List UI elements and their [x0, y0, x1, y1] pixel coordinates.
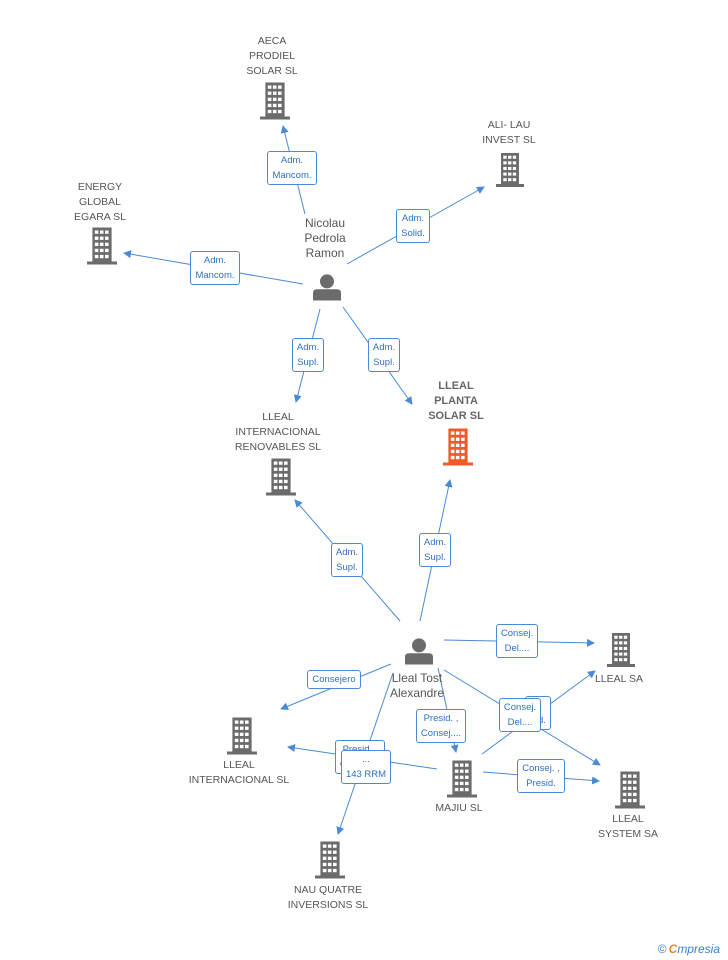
- copyright-symbol: ©: [657, 942, 667, 956]
- node-label-nicolau[interactable]: Nicolau Pedrola Ramon: [304, 216, 346, 260]
- brand-initial: C: [668, 942, 678, 956]
- building-icon[interactable]: [315, 841, 345, 879]
- person-icon[interactable]: [405, 638, 433, 665]
- relation-tag-lleal_tost-to-lleal_intl_renov[interactable]: Adm. Supl.: [330, 543, 364, 577]
- relation-tag-lleal_tost-to-majiu[interactable]: Presid. , Consej....: [415, 709, 467, 743]
- relation-tag-nicolau-to-ali[interactable]: Adm. Solid.: [396, 209, 430, 243]
- node-label-lleal_planta[interactable]: LLEAL PLANTA SOLAR SL: [428, 380, 484, 422]
- relation-tag-nicolau-to-lleal_intl_renov[interactable]: Adm. Supl.: [291, 338, 325, 372]
- node-label-nau[interactable]: NAU QUATRE INVERSIONS SL: [287, 884, 369, 911]
- building-icon[interactable]: [443, 428, 473, 466]
- node-label-aeca[interactable]: AECA PRODIEL SOLAR SL: [246, 35, 298, 77]
- brand-name: mpresia: [677, 942, 720, 956]
- node-label-majiu[interactable]: MAJIU SL: [435, 802, 483, 814]
- relation-tag-lleal_tost-to-lleal_sa[interactable]: Consej. Del....: [495, 624, 539, 658]
- node-label-lleal_tost[interactable]: Lleal Tost Alexandre: [389, 671, 445, 700]
- building-icon[interactable]: [447, 760, 477, 798]
- node-label-lleal_sa[interactable]: LLEAL SA: [594, 673, 644, 685]
- node-label-lleal_system[interactable]: LLEAL SYSTEM SA: [597, 813, 659, 840]
- relation-tag-nicolau-to-energy[interactable]: Adm. Mancom.: [190, 251, 240, 285]
- building-icon[interactable]: [87, 227, 117, 265]
- empresia-logo: ©Cmpresia: [658, 942, 720, 956]
- person-icon[interactable]: [313, 274, 341, 301]
- node-label-lleal_intl_renov[interactable]: LLEAL INTERNACIONAL RENOVABLES SL: [234, 411, 322, 453]
- building-icon[interactable]: [227, 717, 257, 755]
- building-icon[interactable]: [260, 82, 290, 120]
- relation-tag-lleal_tost-to-lleal_intl[interactable]: Consejero: [307, 669, 361, 689]
- node-label-ali[interactable]: ALI- LAU INVEST SL: [482, 119, 536, 146]
- relation-tag-nicolau-to-aeca[interactable]: Adm. Mancom.: [267, 151, 317, 185]
- building-icon[interactable]: [266, 458, 296, 496]
- relation-tag-majiu-to-lleal_system[interactable]: Consej. , Presid.: [517, 759, 565, 793]
- building-icon[interactable]: [496, 153, 524, 187]
- relation-tag-majiu-to-lleal_sa[interactable]: Consej. Del....: [498, 698, 542, 732]
- node-label-energy[interactable]: ENERGY GLOBAL EGARA SL: [74, 181, 126, 223]
- node-label-lleal_intl[interactable]: LLEAL INTERNACIONAL SL: [188, 759, 290, 786]
- relation-tag-majiu-to-lleal_intl[interactable]: ... 143 RRM: [340, 750, 392, 784]
- relation-tag-lleal_tost-to-lleal_planta[interactable]: Adm. Supl.: [418, 533, 452, 567]
- building-icon[interactable]: [615, 771, 645, 809]
- relation-tag-nicolau-to-lleal_planta[interactable]: Adm. Supl.: [367, 338, 401, 372]
- building-icon[interactable]: [607, 633, 635, 667]
